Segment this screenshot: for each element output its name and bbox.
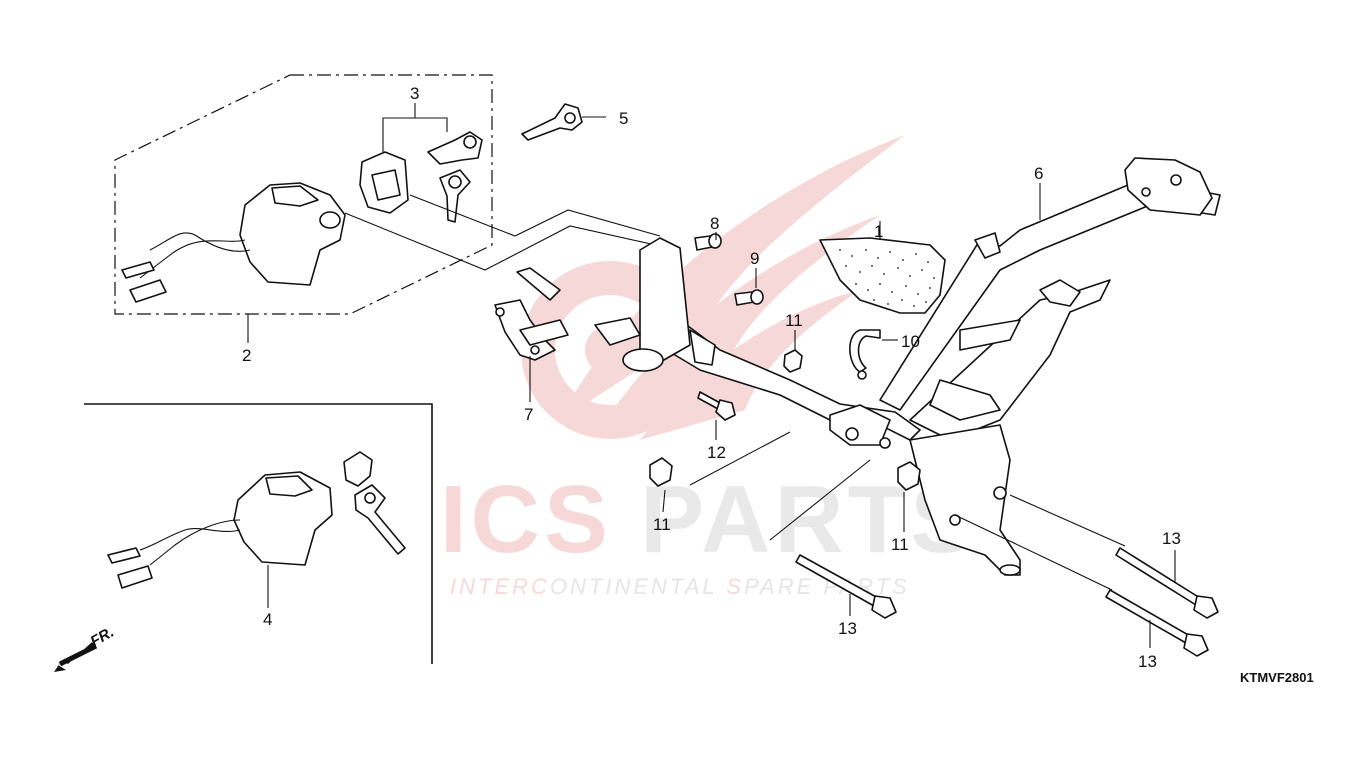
bolt-8 — [694, 232, 722, 251]
plate-1 — [819, 221, 946, 314]
nut-11-b — [649, 457, 673, 513]
callout-1: 1 — [874, 222, 883, 241]
clamp-10 — [849, 329, 898, 380]
callout-2: 2 — [242, 346, 251, 365]
callout-11-c: 11 — [891, 535, 909, 554]
callout-13-c: 13 — [1138, 652, 1157, 671]
leader-13-frame — [769, 459, 871, 541]
ignition-switch-assembly-4 — [107, 451, 406, 608]
assembly-2-dashed-outline — [114, 74, 493, 315]
frame-body — [594, 157, 1221, 576]
key-blank — [521, 103, 606, 141]
callout-3: 3 — [410, 84, 419, 103]
callout-8: 8 — [710, 214, 719, 233]
callout-13-a: 13 — [838, 619, 857, 638]
callout-11-a: 11 — [785, 311, 803, 330]
callout-5: 5 — [619, 109, 628, 128]
nut-11-a — [783, 330, 803, 373]
leader-box-to-frame-a — [344, 212, 661, 271]
leader-13c-frame — [954, 514, 1113, 591]
callout-10: 10 — [901, 332, 920, 351]
callout-4: 4 — [263, 610, 272, 629]
ignition-switch — [121, 182, 346, 303]
diagram-code: KTMVF2801 — [1240, 670, 1314, 685]
key-cylinder-set — [359, 103, 483, 223]
callout-11-b: 11 — [653, 515, 671, 534]
callout-12: 12 — [707, 443, 726, 462]
leader-11b-frame — [689, 431, 791, 486]
front-direction-arrow: FR. — [54, 624, 117, 672]
leader-13b-frame — [1009, 494, 1126, 547]
callout-7: 7 — [524, 405, 533, 424]
bolt-9 — [734, 268, 764, 306]
assembly-4-frame — [84, 403, 433, 664]
callout-9: 9 — [750, 249, 759, 268]
bolt-12 — [697, 391, 736, 440]
long-bolt-13-b — [1115, 547, 1219, 619]
long-bolt-13-a — [795, 554, 897, 619]
nut-11-c — [897, 461, 921, 532]
leader-box-to-frame-b — [409, 194, 661, 237]
long-bolt-13-c — [1105, 589, 1209, 657]
watermark-brand-left: ICS — [440, 466, 612, 573]
bracket-7 — [494, 267, 569, 402]
callout-13-b: 13 — [1162, 529, 1181, 548]
plate-1-texture — [839, 249, 935, 307]
callout-6: 6 — [1034, 164, 1043, 183]
